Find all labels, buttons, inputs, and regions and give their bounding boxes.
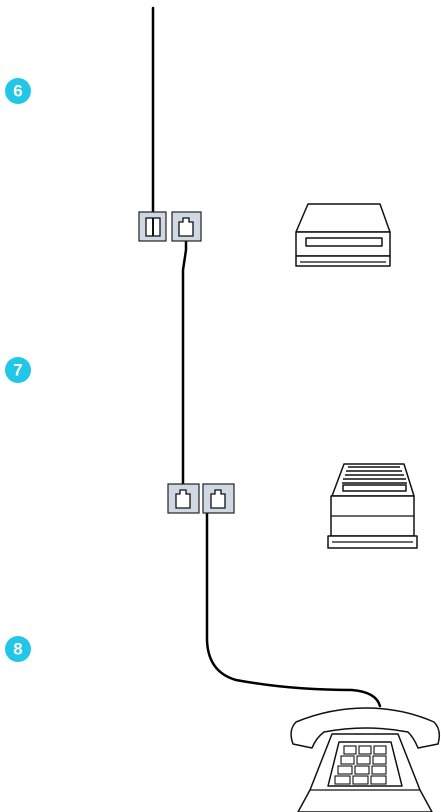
jack-pair-upper	[138, 211, 202, 242]
device-jack-icon	[171, 211, 202, 242]
step-badge-8: 8	[5, 636, 31, 662]
modem-icon	[295, 203, 391, 267]
step-number-8: 8	[13, 639, 22, 658]
device-jack-icon	[202, 483, 235, 514]
fax-to-phone-cord	[205, 494, 382, 708]
keypad	[334, 745, 387, 785]
modem-to-fax-cord	[181, 230, 188, 494]
jack-pair-lower	[167, 483, 235, 514]
fax-machine-icon	[327, 463, 418, 549]
step-badge-7: 7	[5, 357, 31, 383]
telephone-icon	[290, 707, 441, 812]
step-number-6: 6	[13, 81, 22, 100]
step-number-7: 7	[13, 360, 22, 379]
wall-jack-icon	[138, 211, 167, 242]
step-badge-6: 6	[5, 78, 31, 104]
device-jack-icon	[167, 483, 200, 514]
